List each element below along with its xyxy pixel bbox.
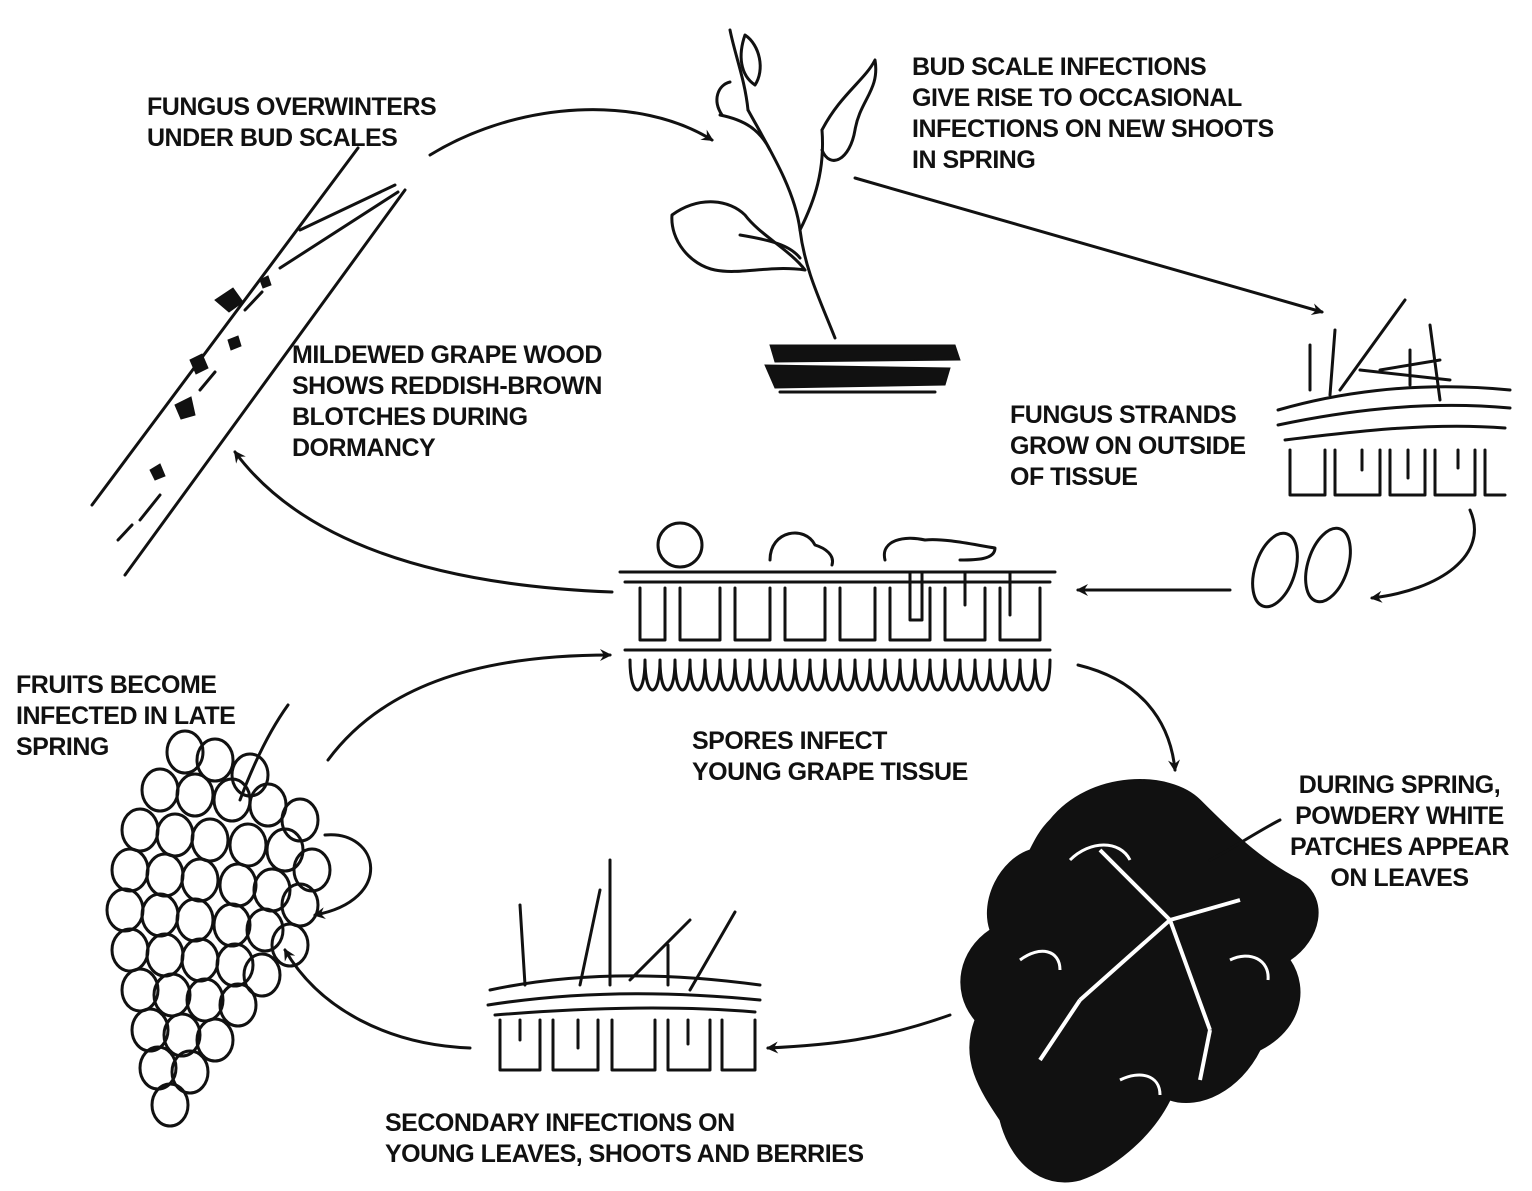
- grape-berry: [182, 859, 218, 901]
- grape-berry: [230, 824, 266, 866]
- conidia-spores: [1244, 523, 1359, 613]
- grape-berry: [220, 864, 256, 906]
- grape-berry: [220, 984, 256, 1026]
- grape-berry: [254, 869, 290, 911]
- arrow-secondary-to-fruit: [285, 950, 470, 1048]
- mildewed-leaf-illustration: [961, 780, 1318, 1182]
- grape-berry: [282, 884, 318, 926]
- arrow-strands-to-spores-curve: [1372, 510, 1474, 598]
- grape-berry: [177, 899, 213, 941]
- label-fruits-infected: FRUITS BECOME INFECTED IN LATE SPRING: [16, 670, 235, 763]
- grape-berry: [164, 1014, 200, 1056]
- grape-berry: [177, 774, 213, 816]
- arrow-tissue-to-leaf: [1078, 665, 1175, 770]
- arrow-overwinter-to-shoot: [430, 110, 712, 155]
- grape-berry: [142, 894, 178, 936]
- arrow-leaf-to-secondary: [768, 1015, 950, 1048]
- grape-berry: [112, 849, 148, 891]
- label-spores-infect: SPORES INFECT YOUNG GRAPE TISSUE: [692, 726, 968, 788]
- label-bud-scale-infections: BUD SCALE INFECTIONS GIVE RISE TO OCCASI…: [912, 52, 1274, 176]
- arrow-tissue-to-wood: [235, 452, 612, 592]
- grape-berry: [152, 1084, 188, 1126]
- infected-tissue-illustration: [620, 523, 1055, 690]
- grape-berry: [267, 829, 303, 871]
- grape-berry: [107, 889, 143, 931]
- secondary-infection-tissue-illustration: [488, 860, 760, 1070]
- arrow-shoot-to-strands: [855, 178, 1322, 312]
- fungus-strands-tissue-illustration: [1278, 300, 1510, 495]
- label-fungus-overwinters: FUNGUS OVERWINTERS UNDER BUD SCALES: [147, 92, 436, 154]
- grape-berry: [122, 969, 158, 1011]
- grape-berry: [142, 769, 178, 811]
- grape-berry: [214, 779, 250, 821]
- grape-berry: [214, 904, 250, 946]
- label-secondary-infections: SECONDARY INFECTIONS ON YOUNG LEAVES, SH…: [385, 1108, 864, 1170]
- grape-berry: [132, 1009, 168, 1051]
- grape-berry: [282, 799, 318, 841]
- label-fungus-strands: FUNGUS STRANDS GROW ON OUTSIDE OF TISSUE: [1010, 400, 1246, 493]
- label-mildewed-grape-wood: MILDEWED GRAPE WOOD SHOWS REDDISH-BROWN …: [292, 340, 602, 464]
- grape-berry: [154, 974, 190, 1016]
- label-powdery-white-patches: DURING SPRING, POWDERY WHITE PATCHES APP…: [1290, 770, 1509, 894]
- grape-berry: [187, 979, 223, 1021]
- grape-cluster-illustration: [107, 705, 330, 1126]
- arrow-fruit-to-tissue: [328, 655, 610, 760]
- grape-berry: [112, 929, 148, 971]
- grape-berry: [192, 819, 228, 861]
- grape-berry: [122, 809, 158, 851]
- grape-berry: [157, 814, 193, 856]
- grape-berry: [182, 939, 218, 981]
- grape-berry: [147, 854, 183, 896]
- arrow-fruit-self-loop: [315, 835, 371, 915]
- grape-berry: [147, 934, 183, 976]
